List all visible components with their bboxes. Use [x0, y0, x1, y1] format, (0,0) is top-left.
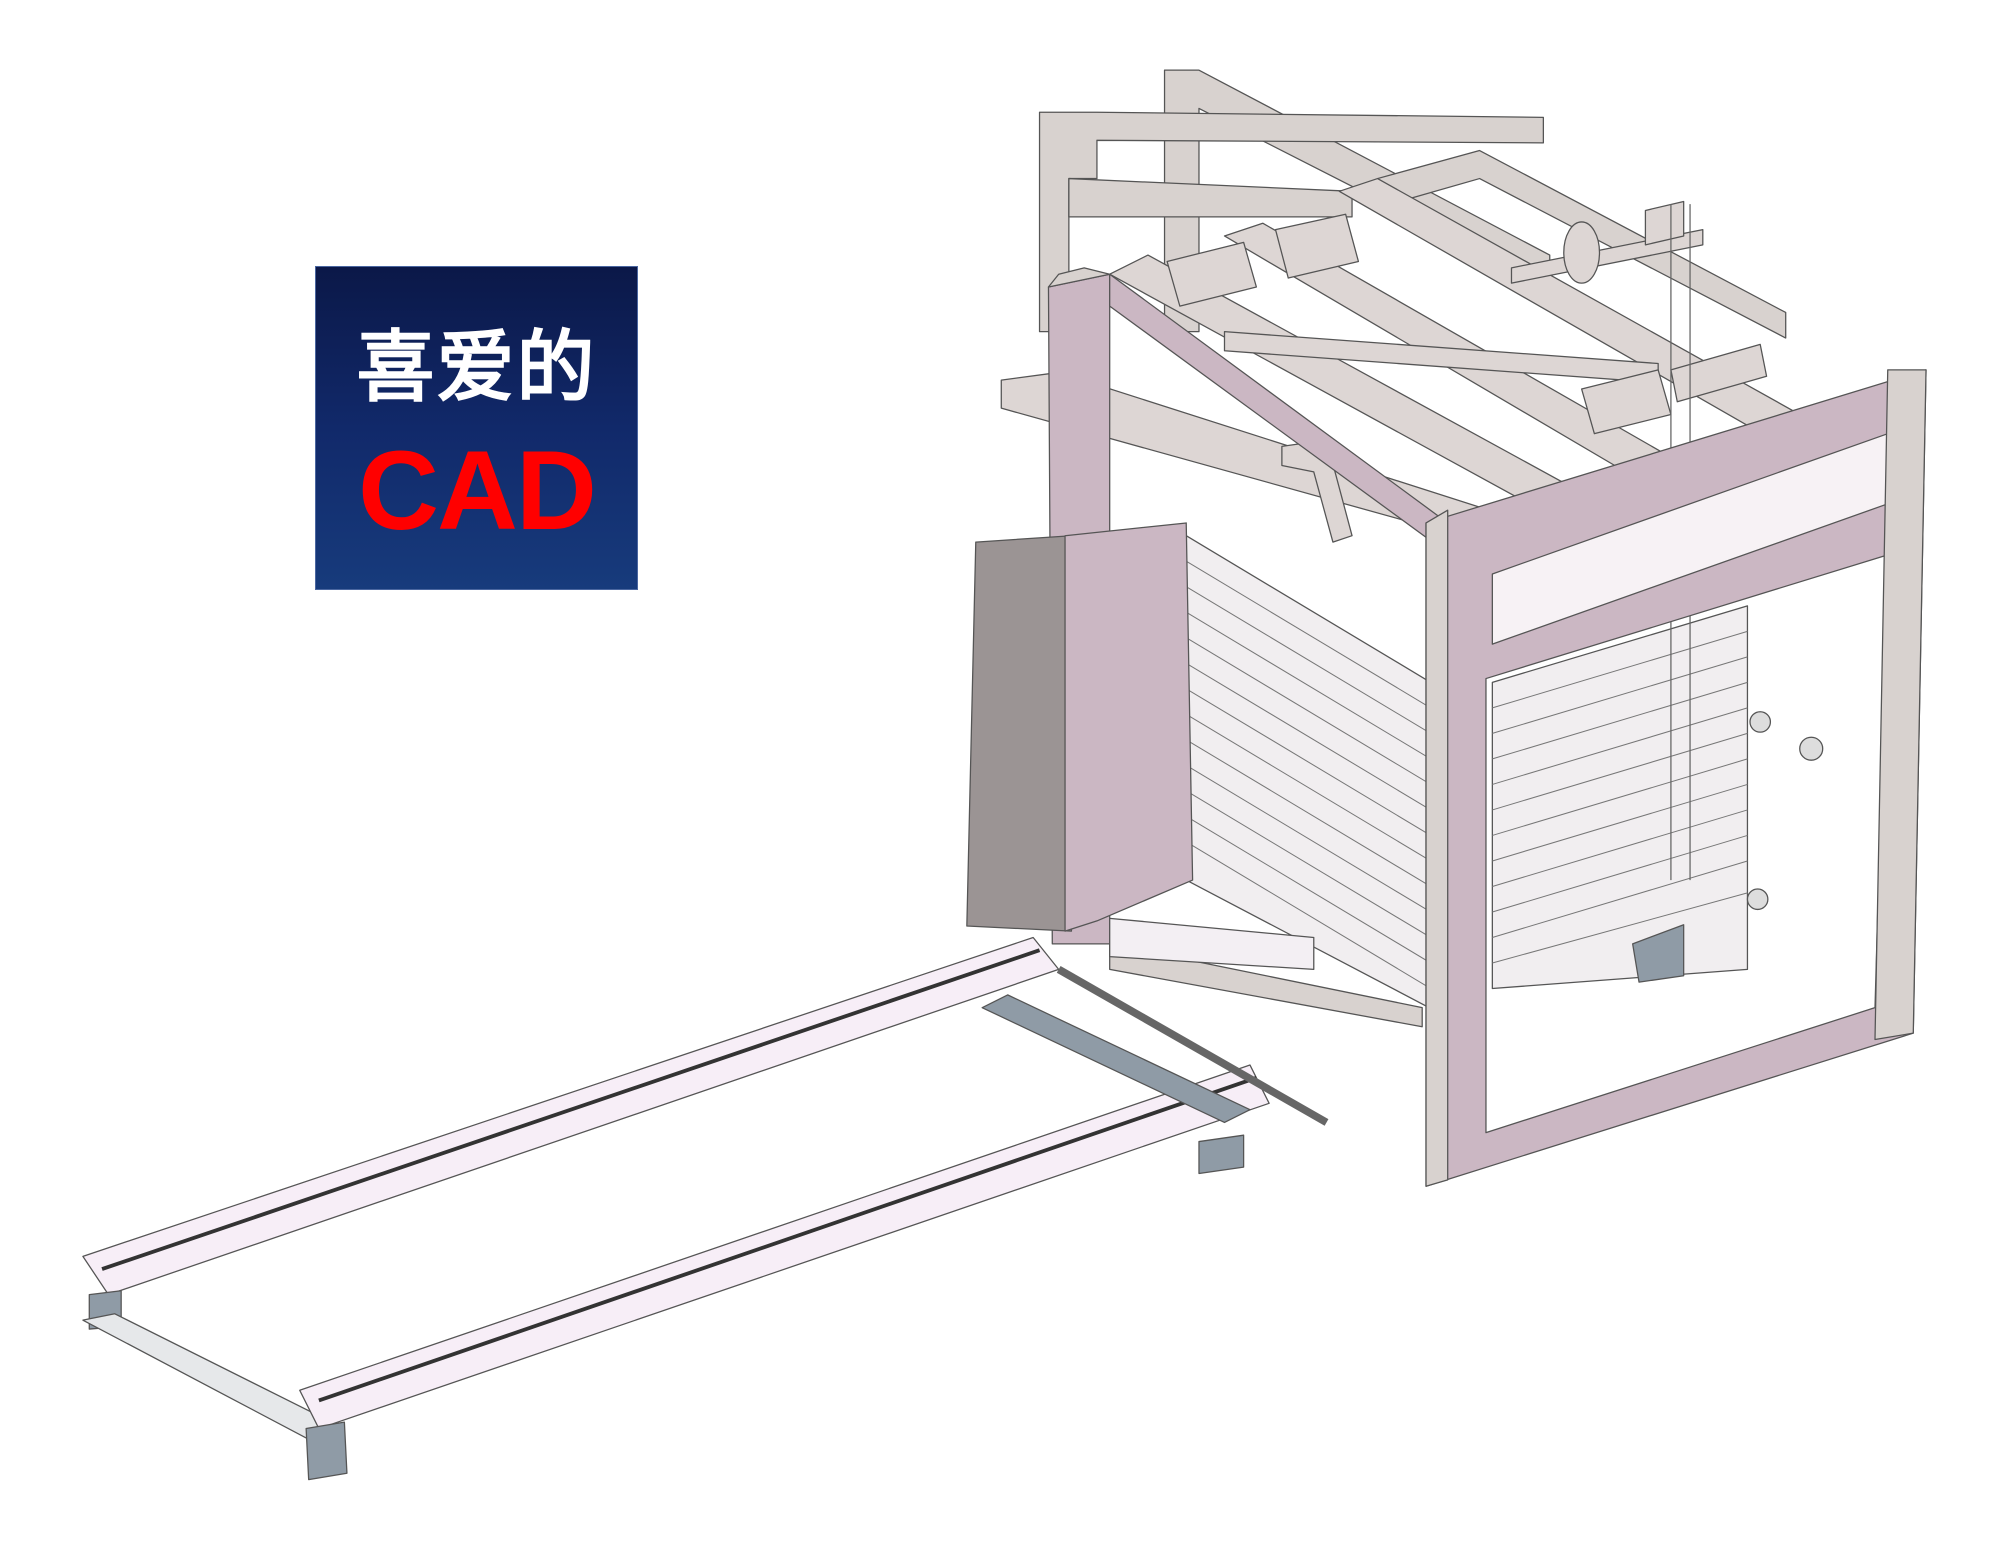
conveyor-left	[82, 936, 1060, 1442]
logo-badge: 喜爱的 CAD	[315, 266, 638, 590]
base-frame	[1109, 917, 1685, 1028]
pink-plate	[1064, 522, 1194, 932]
gray-plate	[966, 535, 1073, 932]
logo-text-cad: CAD	[358, 428, 597, 553]
conveyor-right	[299, 966, 1329, 1481]
logo-text-chinese: 喜爱的	[356, 323, 597, 413]
slat-stack	[1185, 204, 1749, 1015]
front-frame	[1425, 369, 1927, 1187]
back-frame	[1038, 69, 1787, 339]
